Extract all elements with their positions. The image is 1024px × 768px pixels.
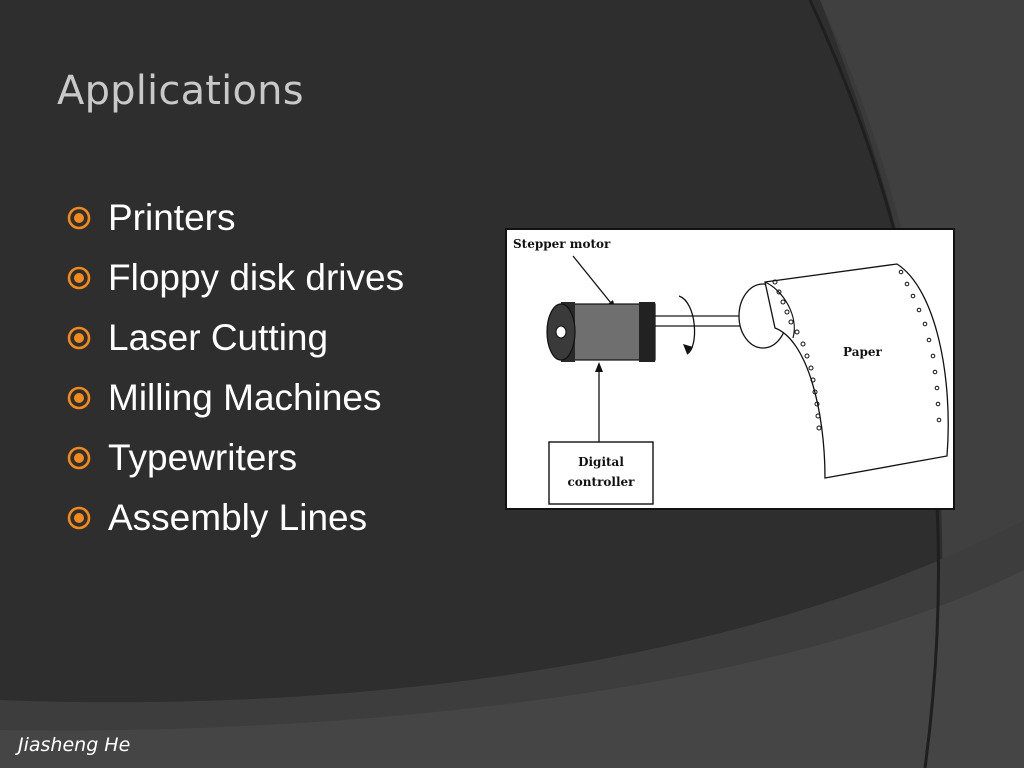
motor-label: Stepper motor (513, 237, 611, 251)
controller-arrowhead (595, 362, 603, 372)
list-item: Printers (66, 188, 404, 248)
paper-label: Paper (843, 345, 883, 359)
bullet-text: Typewriters (108, 437, 298, 478)
motor-body (546, 302, 656, 362)
bullet-text: Printers (108, 197, 236, 238)
rotation-arrow (678, 295, 696, 355)
sprocket-holes-left (772, 279, 822, 431)
sprocket-holes-right (898, 269, 942, 423)
list-item: Assembly Lines (66, 488, 404, 548)
bullet-text: Assembly Lines (108, 497, 368, 538)
bullet-text: Floppy disk drives (108, 257, 405, 298)
controller-label-line2: controller (568, 475, 636, 489)
circled-dot-icon (67, 326, 91, 350)
list-item: Laser Cutting (66, 308, 404, 368)
bullet-text: Milling Machines (108, 377, 382, 418)
rotation-arrowhead (683, 344, 693, 354)
bullet-list: Printers Floppy disk drives Laser Cuttin… (66, 188, 404, 548)
controller-label-line1: Digital (578, 455, 624, 469)
footer-author: Jiasheng He (18, 734, 131, 756)
circled-dot-icon (67, 446, 91, 470)
digital-controller-box (548, 441, 654, 505)
paper-sheet (764, 263, 949, 479)
list-item: Floppy disk drives (66, 248, 404, 308)
bullet-text: Laser Cutting (108, 317, 329, 358)
stepper-motor-diagram: Stepper motor (505, 228, 955, 510)
circled-dot-icon (67, 386, 91, 410)
motor-pointer-line (572, 255, 616, 309)
list-item: Milling Machines (66, 368, 404, 428)
slide-title: Applications (57, 68, 304, 114)
circled-dot-icon (67, 206, 91, 230)
list-item: Typewriters (66, 428, 404, 488)
circled-dot-icon (67, 266, 91, 290)
circled-dot-icon (67, 506, 91, 530)
